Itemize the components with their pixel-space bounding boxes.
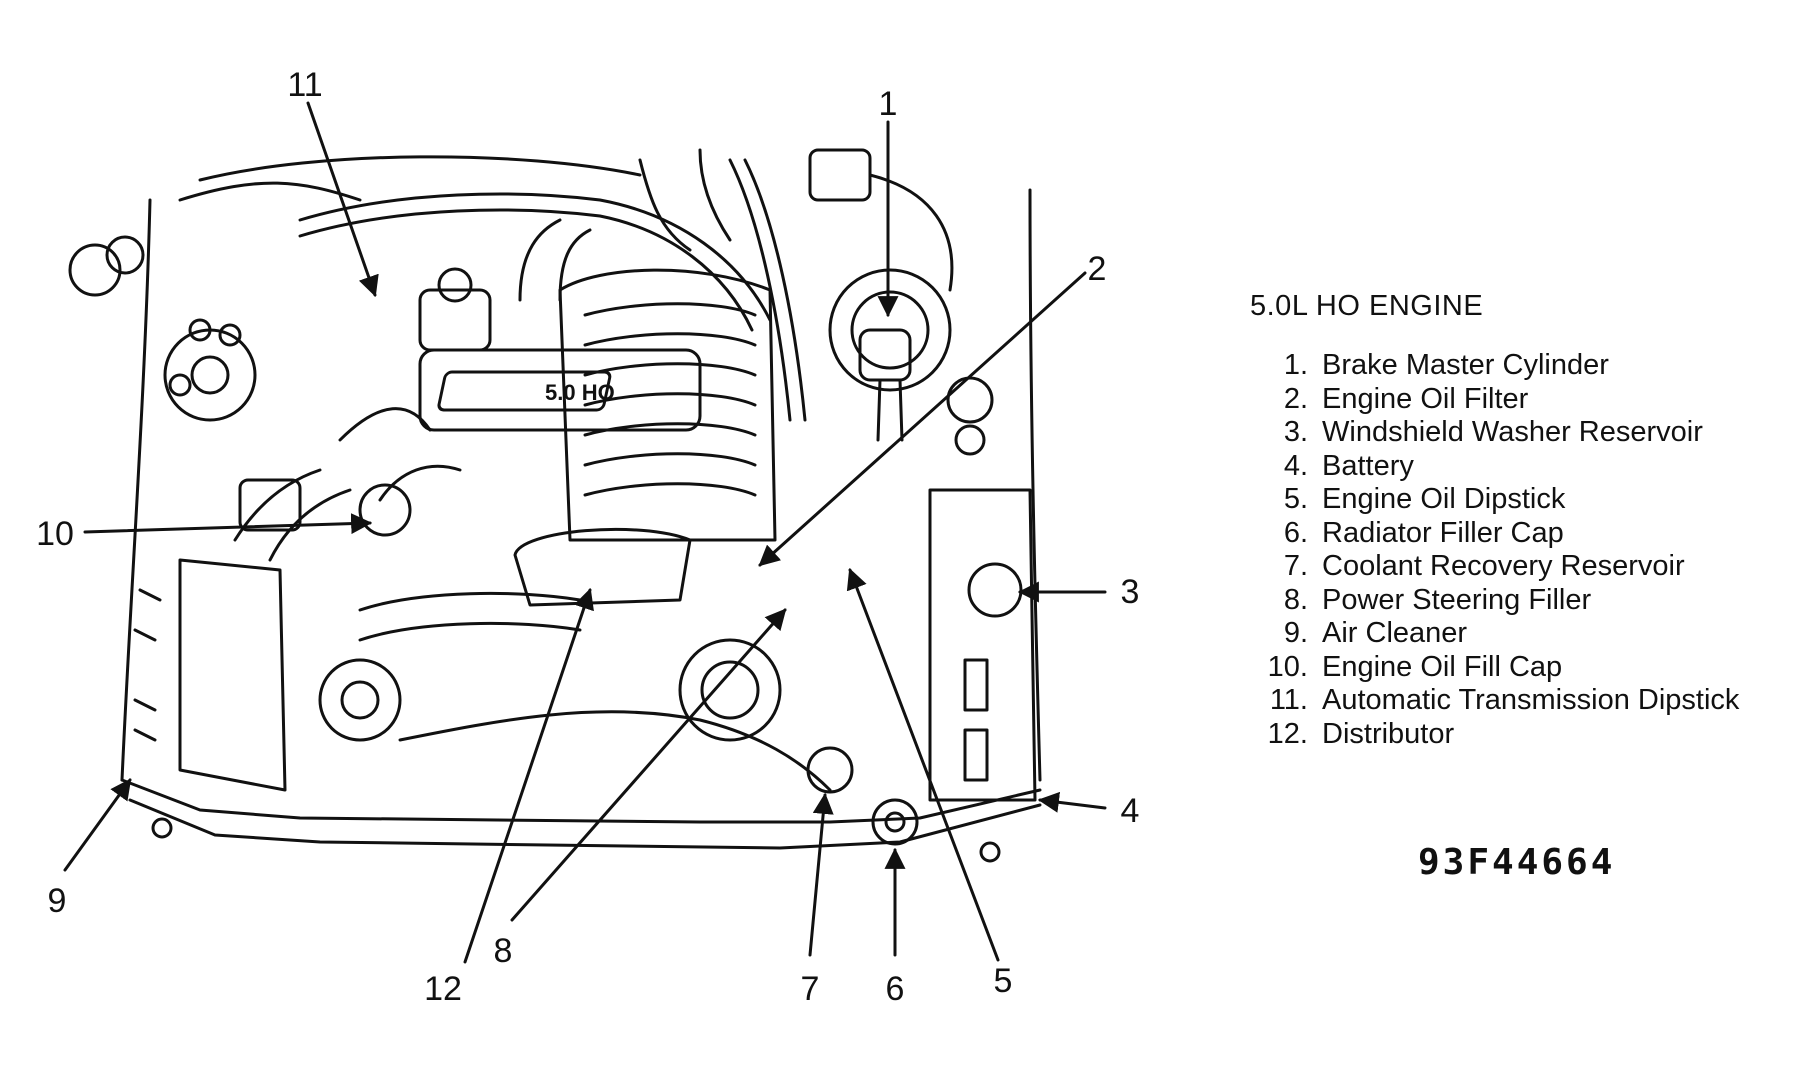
callout-line-9 xyxy=(63,778,132,872)
throttle-body: 5.0 HO xyxy=(418,267,702,432)
legend-item-number: 8. xyxy=(1283,583,1308,616)
legend-item-label: Brake Master Cylinder xyxy=(1322,349,1609,381)
legend-item-number: 5. xyxy=(1283,483,1308,515)
legend-item: 2. Engine Oil Filter xyxy=(1250,383,1790,417)
legend-item: 5. Engine Oil Dipstick xyxy=(1250,483,1790,517)
washer-reservoir-and-battery xyxy=(928,376,1037,802)
legend-item-number: 2. xyxy=(1283,382,1308,415)
callout-1: 1 xyxy=(879,85,898,123)
legend-item: 11. Automatic Transmission Dipstick xyxy=(1250,684,1790,718)
callout-line-5 xyxy=(846,568,1000,962)
callout-line-11 xyxy=(306,101,379,297)
legend-item-label: Air Cleaner xyxy=(1322,617,1468,649)
hoses-and-wires xyxy=(298,148,807,502)
legend-item-label: Engine Oil Filter xyxy=(1322,382,1529,415)
legend-item: 3. Windshield Washer Reservoir xyxy=(1250,416,1790,450)
legend-item-number: 10. xyxy=(1267,650,1308,683)
brake-master-cylinder xyxy=(808,148,954,442)
legend-item-label: Engine Oil Dipstick xyxy=(1322,483,1566,515)
callout-10: 10 xyxy=(36,515,74,553)
legend-item-number: 9. xyxy=(1283,617,1308,649)
callout-11: 11 xyxy=(287,66,322,104)
legend-item: 10. Engine Oil Fill Cap xyxy=(1250,651,1790,685)
callout-5: 5 xyxy=(994,962,1013,1000)
legend-title: 5.0L HO ENGINE xyxy=(1250,290,1484,322)
callout-line-2 xyxy=(758,271,1087,567)
legend-item-number: 12. xyxy=(1267,717,1308,750)
legend-item: 4. Battery xyxy=(1250,450,1790,484)
legend-item-number: 6. xyxy=(1283,516,1308,549)
legend-item-label: Radiator Filler Cap xyxy=(1322,516,1564,549)
callout-line-7 xyxy=(808,792,834,957)
legend-list: 1. Brake Master Cylinder 2. Engine Oil Fil… xyxy=(1250,349,1790,751)
legend-item-number: 7. xyxy=(1283,550,1308,582)
legend-item: 8. Power Steering Filler xyxy=(1250,584,1790,618)
legend-item-number: 3. xyxy=(1283,416,1308,448)
legend-item-label: Battery xyxy=(1322,449,1414,482)
callout-9: 9 xyxy=(48,882,67,920)
legend-item-number: 11. xyxy=(1269,684,1308,716)
callout-2: 2 xyxy=(1088,250,1107,288)
legend-item: 7. Coolant Recovery Reservoir xyxy=(1250,550,1790,584)
legend: 5.0L HO ENGINE 1. Brake Master Cylinder 2… xyxy=(1250,290,1790,751)
callout-3: 3 xyxy=(1121,573,1140,611)
legend-item-label: Windshield Washer Reservoir xyxy=(1322,416,1703,448)
legend-item-label: Power Steering Filler xyxy=(1322,583,1592,616)
legend-item-label: Automatic Transmission Dipstick xyxy=(1322,684,1740,716)
legend-item: 9. Air Cleaner xyxy=(1250,617,1790,651)
callout-line-8 xyxy=(510,608,787,922)
legend-item-number: 1. xyxy=(1283,349,1308,381)
air-cleaner xyxy=(133,468,352,792)
strut-tower xyxy=(68,235,412,537)
engine-bay-outline xyxy=(120,155,1042,863)
callout-7: 7 xyxy=(801,970,820,1008)
callout-6: 6 xyxy=(886,970,905,1008)
legend-item-label: Engine Oil Fill Cap xyxy=(1322,650,1563,683)
callout-4: 4 xyxy=(1121,792,1140,830)
callout-lines xyxy=(63,101,1107,964)
callout-12: 12 xyxy=(424,970,462,1008)
callout-line-10 xyxy=(83,513,373,535)
callout-labels: 1 2 3 4 5 6 7 8 9 10 11 12 xyxy=(36,66,1139,1008)
figure-code: 93F44664 xyxy=(1418,842,1616,883)
legend-item-number: 4. xyxy=(1283,449,1308,482)
legend-item: 1. Brake Master Cylinder xyxy=(1250,349,1790,383)
engine-badge: 5.0 HO xyxy=(545,380,615,405)
callout-line-4 xyxy=(1037,791,1107,813)
legend-item: 6. Radiator Filler Cap xyxy=(1250,517,1790,551)
callout-8: 8 xyxy=(494,932,513,970)
legend-item-label: Distributor xyxy=(1322,717,1455,750)
upper-intake-manifold xyxy=(558,268,777,542)
legend-item-label: Coolant Recovery Reservoir xyxy=(1322,550,1685,582)
callout-line-12 xyxy=(463,588,594,964)
radiator-and-coolant xyxy=(318,527,919,846)
legend-item: 12. Distributor xyxy=(1250,718,1790,752)
